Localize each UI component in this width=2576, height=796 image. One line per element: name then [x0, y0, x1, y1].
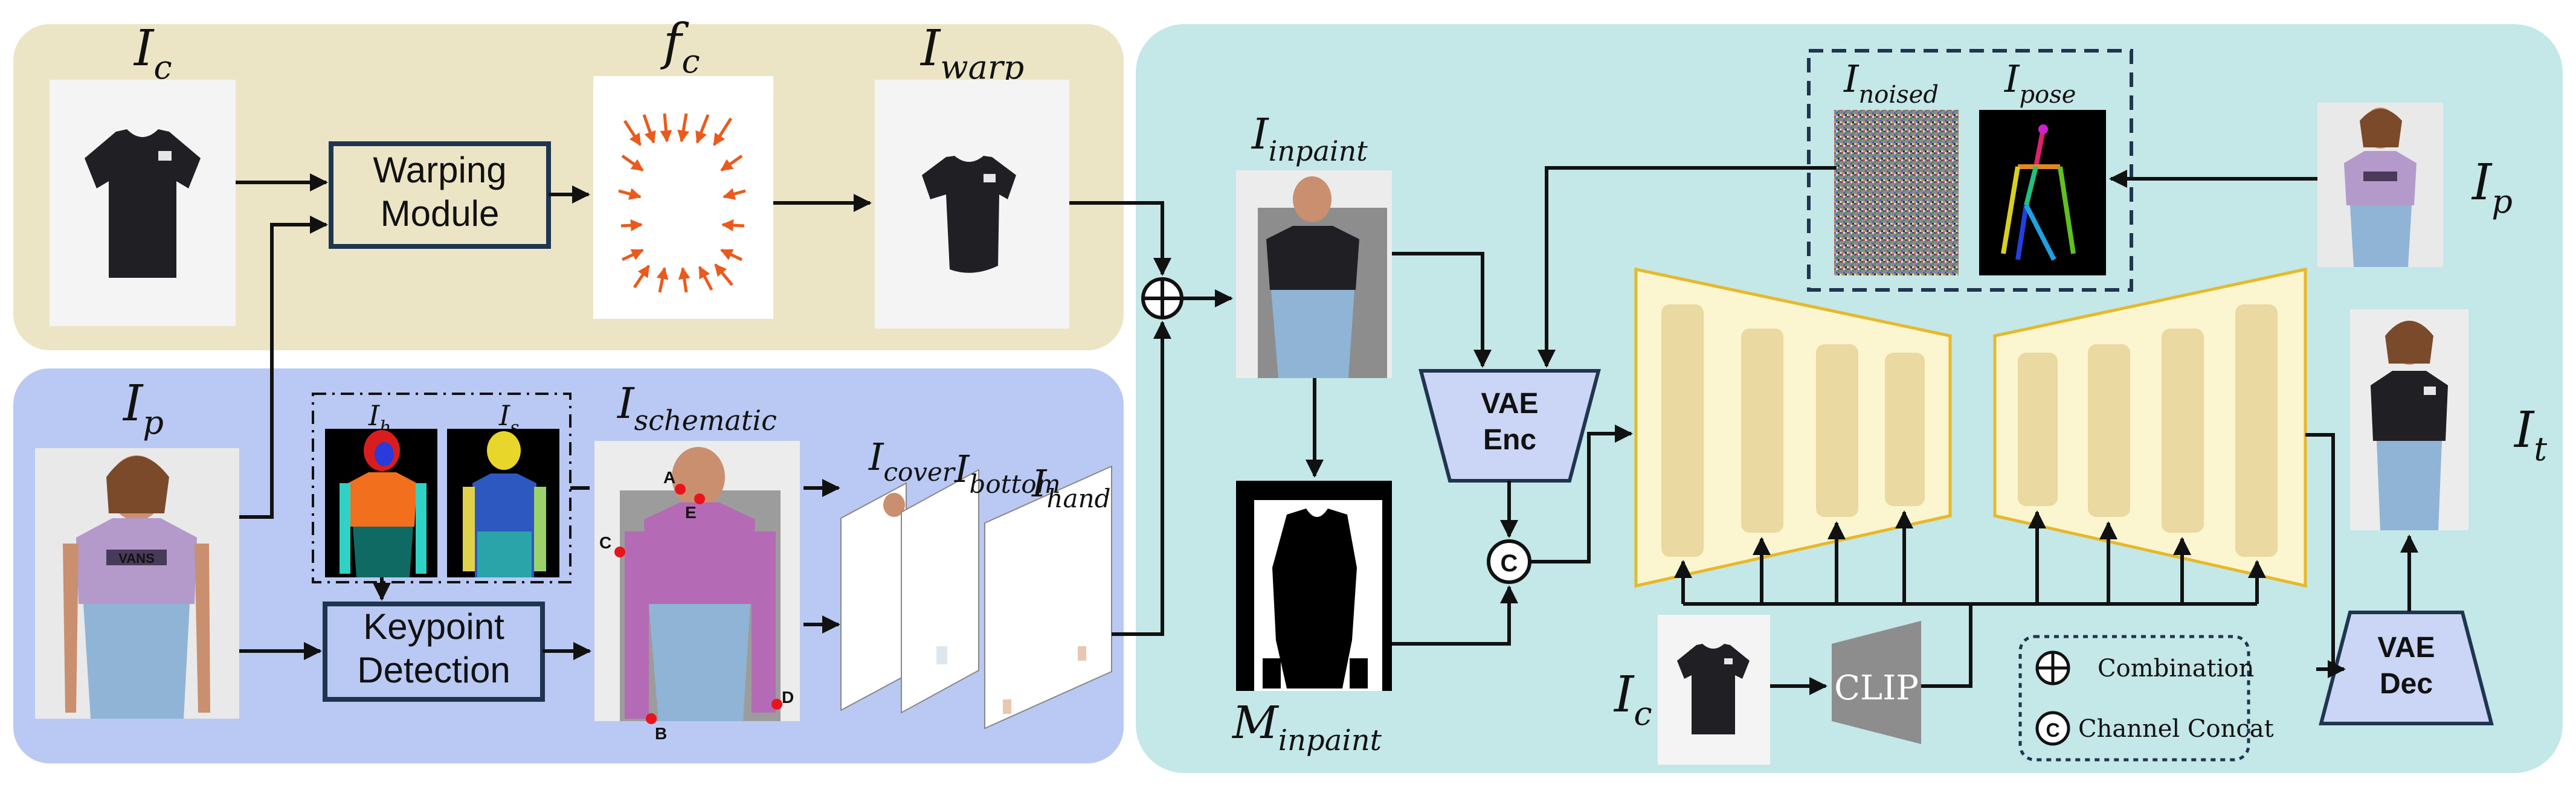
- label-i-t: It: [2513, 402, 2547, 468]
- unet-encoder: [1634, 267, 1952, 588]
- keypoint-detection-box: [323, 602, 545, 702]
- bottom-layer: [901, 469, 979, 714]
- keypoint-e: E: [685, 503, 697, 522]
- keypoint-detection-line1: Keypoint: [363, 606, 504, 647]
- noised-image: [1834, 110, 1959, 275]
- unet-dec-block-2: [2088, 344, 2130, 517]
- unet-dec-block-4: [2235, 304, 2278, 557]
- garment-image-top: [50, 80, 236, 326]
- tshirt-logo-left: VANS: [118, 551, 155, 566]
- unet-decoder: [1993, 267, 2307, 588]
- keypoint-a: A: [663, 468, 675, 487]
- label-i-hand: Ihand: [1031, 461, 1111, 513]
- parsing-group-box: [312, 393, 572, 583]
- person-image-left: VANS: [35, 448, 239, 719]
- vae-enc-line1: VAE: [1481, 388, 1538, 420]
- flow-field-image: [593, 76, 773, 319]
- keypoint-b: B: [655, 724, 667, 743]
- label-i-c-bottom: Ic: [1613, 666, 1652, 733]
- label-i-bottom: Ibottom: [954, 447, 1061, 499]
- unet-dec-block-1: [2018, 353, 2058, 506]
- vae-decoder: [2319, 611, 2494, 725]
- label-i-noised: Inoised: [1843, 57, 1939, 109]
- result-image: [2350, 309, 2468, 530]
- keypoint-markers: A B C D E: [599, 468, 794, 743]
- garment-image-bottom: [1658, 615, 1770, 765]
- label-i-inpaint: Iinpaint: [1251, 109, 1368, 167]
- vae-encoder: [1418, 369, 1601, 483]
- warping-panel: [13, 24, 1124, 350]
- vae-dec-line2: Dec: [2380, 668, 2433, 700]
- inpaint-mask-image: [1236, 481, 1392, 691]
- schematic-image: [594, 441, 800, 721]
- label-i-p-left: Ip: [122, 375, 164, 441]
- warped-garment-image: [875, 80, 1069, 329]
- label-i-cover: Icover: [868, 435, 956, 487]
- clip-label: CLIP: [1834, 669, 1919, 708]
- channel-concat-symbol: C: [1501, 550, 1518, 577]
- inpaint-image: [1236, 170, 1392, 378]
- keypoint-d: D: [782, 688, 794, 707]
- warping-module-line2: Module: [381, 193, 500, 234]
- keypoint-c: C: [599, 533, 611, 552]
- label-i-p-right: Ip: [2471, 154, 2513, 220]
- hand-layer: [984, 465, 1112, 730]
- unet-enc-block-4: [1885, 353, 1925, 506]
- label-m-inpaint: Minpaint: [1231, 697, 1382, 757]
- label-f-c: fc: [660, 14, 700, 80]
- person-image-right: [2317, 103, 2443, 267]
- clip-encoder: [1832, 621, 1921, 744]
- unet-enc-block-3: [1816, 344, 1858, 517]
- unet-dec-block-3: [2162, 329, 2204, 533]
- vae-dec-line1: VAE: [2377, 632, 2435, 664]
- unet-enc-block-1: [1661, 304, 1704, 557]
- cover-layer: [840, 482, 907, 711]
- label-i-schematic: Ischematic: [616, 379, 777, 437]
- legend-channel-concat: Channel Concat: [2078, 715, 2274, 743]
- unet-enc-block-2: [1741, 329, 1783, 533]
- legend-concat-symbol: C: [2046, 719, 2059, 741]
- human-parsing-image: [325, 429, 437, 577]
- label-i-pose: Ipose: [2004, 57, 2076, 109]
- legend-box: [2018, 635, 2250, 762]
- warping-module-line1: Warping: [373, 150, 506, 190]
- pose-image: [1979, 110, 2106, 275]
- combination-node: [1141, 277, 1183, 319]
- channel-concat-legend-icon: [2035, 711, 2070, 746]
- connectors: [236, 166, 2418, 695]
- conditioning-group-box: [1807, 49, 2133, 292]
- keypoint-detection-line2: Detection: [357, 650, 510, 690]
- vae-enc-line2: Enc: [1483, 424, 1536, 456]
- densepose-image: [447, 429, 559, 577]
- legend-combination: Combination: [2098, 655, 2254, 682]
- combination-legend-icon: [2035, 650, 2070, 685]
